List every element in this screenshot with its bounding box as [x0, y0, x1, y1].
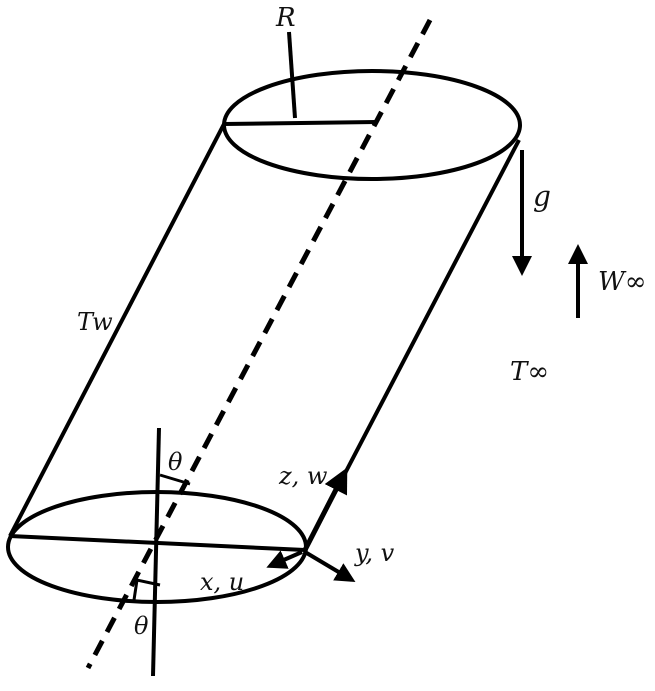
- y-axis-label: y, v: [354, 539, 395, 567]
- radius-leader-line: [287, 31, 297, 119]
- angle-marker-top: [159, 473, 191, 486]
- right-angle-marker-bottom: [132, 578, 161, 601]
- x-axis-label: x, u: [200, 568, 244, 596]
- gravity-label: g: [533, 180, 551, 213]
- y-axis-arrow: [303, 550, 356, 583]
- z-axis-arrow: [302, 467, 348, 552]
- x-axis-arrow: [266, 550, 303, 569]
- z-axis-label: z, w: [278, 462, 328, 490]
- free-stream-velocity-label: W∞: [598, 267, 646, 297]
- angle-label-top: θ: [168, 448, 183, 476]
- cylinder-axis-dashed: [85, 18, 433, 670]
- radius-label: R: [275, 3, 296, 33]
- wall-temperature-label: Tw: [77, 308, 113, 336]
- angle-label-bottom: θ: [134, 612, 149, 640]
- cylinder-left-side: [8, 123, 226, 537]
- vertical-reference-line: [151, 427, 161, 677]
- radius-line: [223, 120, 377, 126]
- ambient-temperature-label: T∞: [510, 357, 549, 387]
